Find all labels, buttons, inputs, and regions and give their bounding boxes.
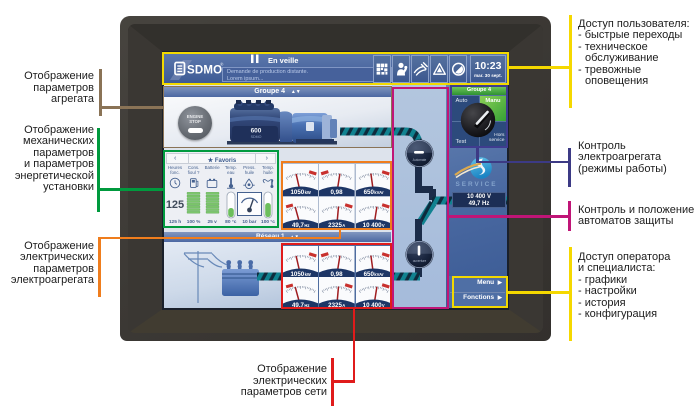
svg-text:10 400 V: 10 400 V [363, 302, 385, 308]
svg-text:600: 600 [251, 128, 262, 135]
svg-text:650 kVAr: 650 kVAr [364, 271, 385, 278]
svg-text:SDMO: SDMO [251, 135, 262, 139]
svg-text:49,7 Hz: 49,7 Hz [291, 222, 309, 229]
svg-text:2325 A: 2325 A [328, 302, 345, 308]
svg-text:2325 A: 2325 A [328, 222, 345, 229]
svg-text:1050 kW: 1050 kW [290, 189, 310, 196]
svg-text:ouverture: ouverture [412, 258, 426, 262]
svg-text:Automate: Automate [412, 157, 426, 161]
svg-text:0,98: 0,98 [331, 189, 344, 196]
svg-text:10 400 V: 10 400 V [363, 222, 385, 229]
svg-text:1050 kW: 1050 kW [290, 271, 310, 278]
svg-text:49,7 Hz: 49,7 Hz [291, 302, 309, 308]
svg-text:650 kVAr: 650 kVAr [364, 189, 385, 196]
svg-text:SDMO: SDMO [187, 65, 222, 77]
svg-text:®: ® [220, 61, 224, 67]
svg-text:0,98: 0,98 [331, 271, 344, 278]
